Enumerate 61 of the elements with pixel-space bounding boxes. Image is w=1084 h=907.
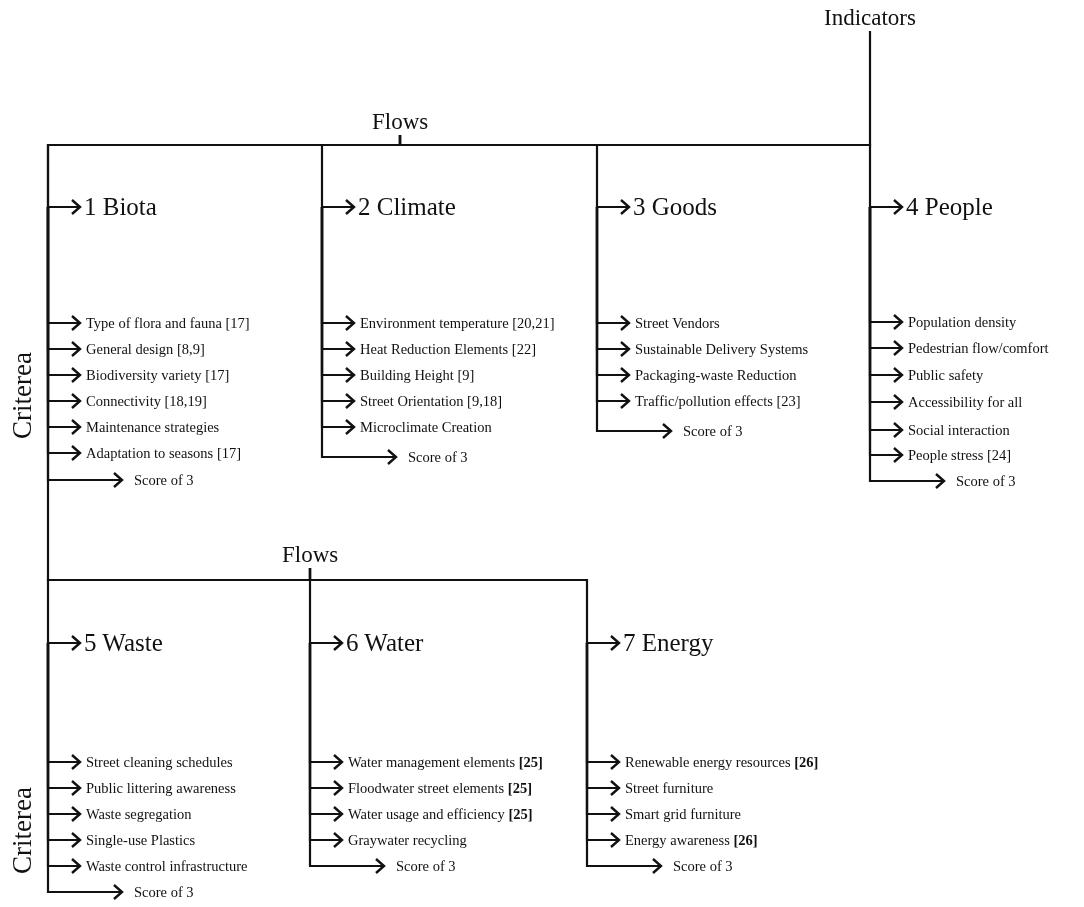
score-label: Score of 3 bbox=[134, 471, 194, 489]
criterion-label: Building Height [9] bbox=[360, 366, 475, 384]
criterion-label: Single-use Plastics bbox=[86, 831, 196, 849]
arrow bbox=[308, 643, 386, 875]
heading-label: Flows bbox=[282, 542, 339, 569]
criterion-label: Accessibility for all bbox=[908, 393, 1023, 411]
criterion-label: Sustainable Delivery Systems bbox=[635, 340, 809, 358]
criterion-label: Biodiversity variety [17] bbox=[86, 366, 230, 384]
criterion-label: Street Vendors bbox=[635, 314, 720, 332]
score-label: Score of 3 bbox=[956, 472, 1016, 490]
criterion-label: Maintenance strategies bbox=[86, 418, 220, 436]
criterion-label: General design [8,9] bbox=[86, 340, 205, 358]
category-label: 1 Biota bbox=[84, 192, 157, 222]
arrow bbox=[398, 135, 904, 216]
score-label: Score of 3 bbox=[673, 857, 733, 875]
heading-label: Indicators bbox=[824, 5, 916, 32]
arrow bbox=[595, 207, 673, 440]
category-label: 4 People bbox=[906, 192, 993, 222]
criterion-label: Street Orientation [9,18] bbox=[360, 392, 503, 410]
arrow bbox=[320, 207, 398, 466]
criterion-label: Energy awareness [26] bbox=[625, 831, 758, 849]
criterion-label: Microclimate Creation bbox=[360, 418, 492, 436]
arrow bbox=[585, 643, 663, 875]
side-label: Criterea bbox=[6, 351, 38, 439]
criterion-label: Connectivity [18,19] bbox=[86, 392, 207, 410]
category-label: 7 Energy bbox=[623, 628, 714, 658]
criterion-label: Social interaction bbox=[908, 421, 1010, 439]
heading-label: Flows bbox=[372, 109, 429, 136]
category-label: 2 Climate bbox=[358, 192, 456, 222]
score-label: Score of 3 bbox=[683, 422, 743, 440]
criterion-label: Packaging-waste Reduction bbox=[635, 366, 797, 384]
criterion-label: Pedestrian flow/comfort bbox=[908, 339, 1049, 357]
criterion-label: Public littering awareness bbox=[86, 779, 236, 797]
criterion-label: Water management elements [25] bbox=[348, 753, 543, 771]
criterion-label: Smart grid furniture bbox=[625, 805, 741, 823]
criterion-label: Waste segregation bbox=[86, 805, 192, 823]
category-label: 3 Goods bbox=[633, 192, 718, 222]
score-label: Score of 3 bbox=[408, 448, 468, 466]
criterion-label: People stress [24] bbox=[908, 446, 1012, 464]
arrow bbox=[46, 643, 124, 901]
criterion-label: Renewable energy resources [26] bbox=[625, 753, 819, 771]
criterion-label: Heat Reduction Elements [22] bbox=[360, 340, 536, 358]
criterion-label: Graywater recycling bbox=[348, 831, 467, 849]
arrow bbox=[868, 207, 946, 490]
criterion-label: Population density bbox=[908, 313, 1017, 331]
criterion-label: Water usage and efficiency [25] bbox=[348, 805, 533, 823]
criterion-label: Floodwater street elements [25] bbox=[348, 779, 533, 797]
criterion-label: Public safety bbox=[908, 366, 984, 384]
criterion-label: Traffic/pollution effects [23] bbox=[635, 392, 801, 410]
criterion-label: Adaptation to seasons [17] bbox=[86, 444, 242, 462]
criterion-label: Street furniture bbox=[625, 779, 714, 797]
score-label: Score of 3 bbox=[396, 857, 456, 875]
category-label: 5 Waste bbox=[84, 628, 163, 658]
score-label: Score of 3 bbox=[134, 883, 194, 901]
category-label: 6 Water bbox=[346, 628, 424, 658]
side-label: Criterea bbox=[6, 786, 38, 874]
criterion-label: Type of flora and fauna [17] bbox=[86, 314, 250, 332]
criterion-label: Street cleaning schedules bbox=[86, 753, 233, 771]
arrow bbox=[308, 568, 621, 652]
criterion-label: Waste control infrastructure bbox=[86, 857, 248, 875]
criterion-label: Environment temperature [20,21] bbox=[360, 314, 555, 332]
